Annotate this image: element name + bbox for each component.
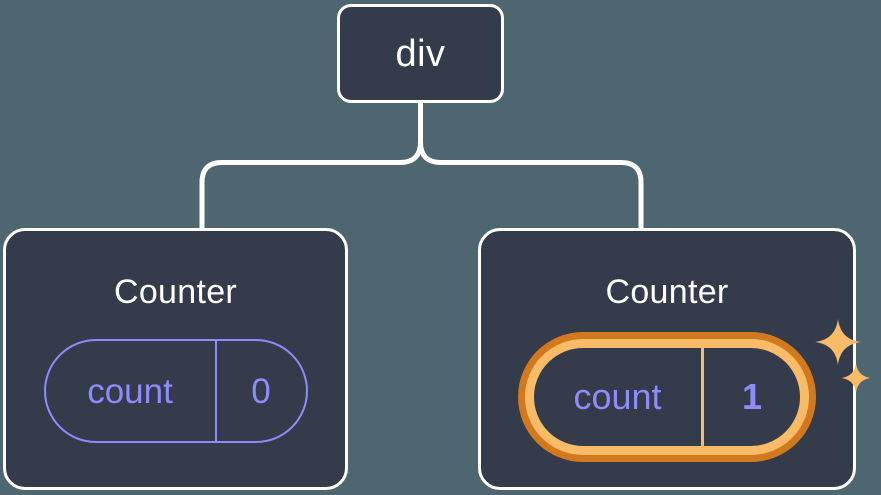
node-div-label: div [395,32,446,75]
state-pill-wrapper-right: count 1 [518,319,871,462]
sparkle-icon [841,363,871,393]
state-value-label-right: 1 [741,376,763,417]
state-key-label-left: count [46,341,217,441]
node-div[interactable]: div [337,4,504,103]
state-value-label-left: 0 [251,371,271,411]
node-counter-left[interactable]: Counter count 0 [3,228,348,490]
node-counter-left-title: Counter [113,273,238,311]
state-key-label-right: count [534,348,704,446]
state-pill-wrapper-left: count 0 [43,339,308,443]
state-pill-count-left[interactable]: count 0 [43,339,308,443]
node-counter-right-title: Counter [605,273,729,311]
sparkle-icon [815,319,861,365]
state-pill-count-right[interactable]: count 1 [525,339,809,455]
node-counter-right[interactable]: Counter count 1 [478,228,871,490]
